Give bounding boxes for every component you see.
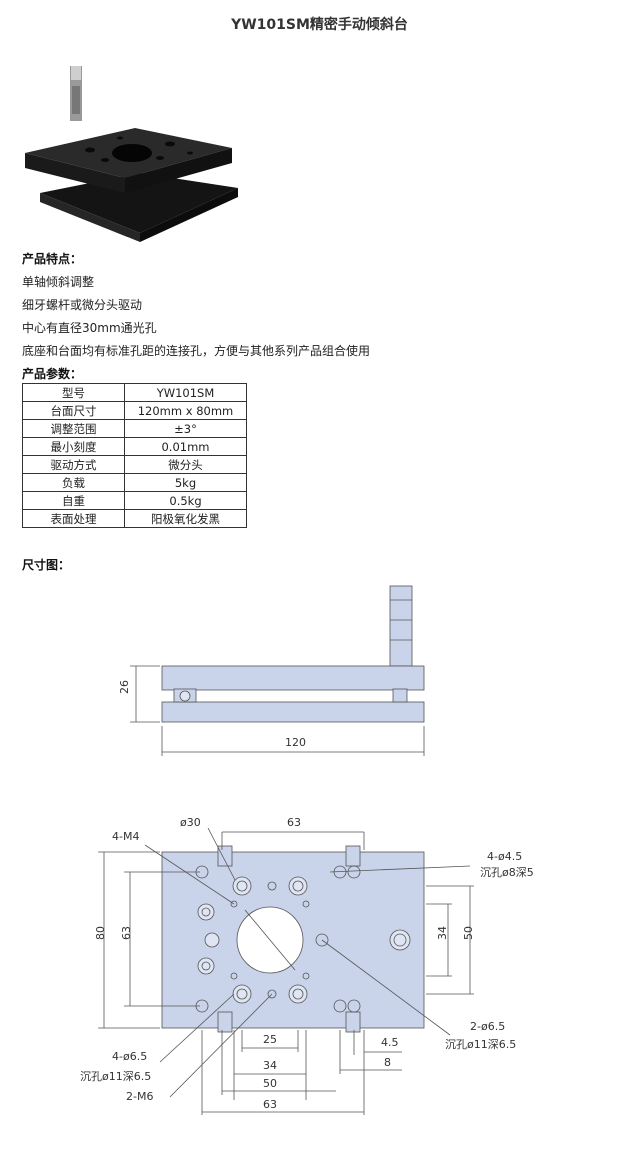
page-title: YW101SM精密手动倾斜台: [231, 17, 408, 33]
cb8-label: 沉孔ø8深5: [480, 866, 534, 879]
m6-label: 2-M6: [126, 1090, 153, 1103]
w50-label: 50: [263, 1077, 277, 1090]
w63-top-label: 63: [287, 816, 301, 829]
table-row: 表面处理阳极氧化发黑: [22, 509, 247, 528]
feature-item: 单轴倾斜调整: [22, 275, 95, 289]
param-key: 自重: [22, 491, 125, 510]
drawing-heading: 尺寸图：: [22, 558, 71, 572]
w63-label: 63: [263, 1098, 277, 1111]
param-key: 台面尺寸: [22, 401, 125, 420]
param-value: 0.01mm: [124, 437, 247, 456]
cb11r-label: 沉孔ø11深6.5: [445, 1038, 516, 1051]
param-key: 调整范围: [22, 419, 125, 438]
param-key: 表面处理: [22, 509, 125, 528]
h34-label: 34: [436, 926, 449, 940]
w45-label: 4.5: [381, 1036, 399, 1049]
param-value: YW101SM: [124, 383, 247, 402]
m4-label: 4-M4: [112, 830, 139, 843]
w34-label: 34: [263, 1059, 277, 1072]
top-view: [98, 827, 474, 1115]
params-heading: 产品参数：: [22, 367, 83, 381]
h80-label: 80: [94, 926, 107, 940]
d65l-label: 4-ø6.5: [112, 1050, 147, 1063]
param-value: 阳极氧化发黑: [124, 509, 247, 528]
features-heading: 产品特点：: [22, 252, 83, 266]
side-width-label: 120: [285, 736, 306, 749]
d65r-label: 2-ø6.5: [470, 1020, 505, 1033]
side-height-label: 26: [118, 680, 131, 694]
h63-label: 63: [120, 926, 133, 940]
feature-item: 中心有直径30mm通光孔: [22, 321, 157, 335]
product-photo: [25, 66, 238, 242]
cb11l-label: 沉孔ø11深6.5: [80, 1070, 151, 1083]
side-view: [130, 585, 425, 756]
h50-label: 50: [462, 926, 475, 940]
w8-label: 8: [384, 1056, 391, 1069]
w25-label: 25: [263, 1033, 277, 1046]
param-value: ±3°: [124, 419, 247, 438]
d30-label: ø30: [180, 816, 201, 829]
feature-item: 底座和台面均有标准孔距的连接孔，方便与其他系列产品组合使用: [22, 344, 371, 358]
table-row: 调整范围±3°: [22, 419, 247, 438]
hole45-label: 4-ø4.5: [487, 850, 522, 863]
feature-item: 细牙螺杆或微分头驱动: [22, 298, 143, 312]
param-key: 驱动方式: [22, 455, 125, 474]
